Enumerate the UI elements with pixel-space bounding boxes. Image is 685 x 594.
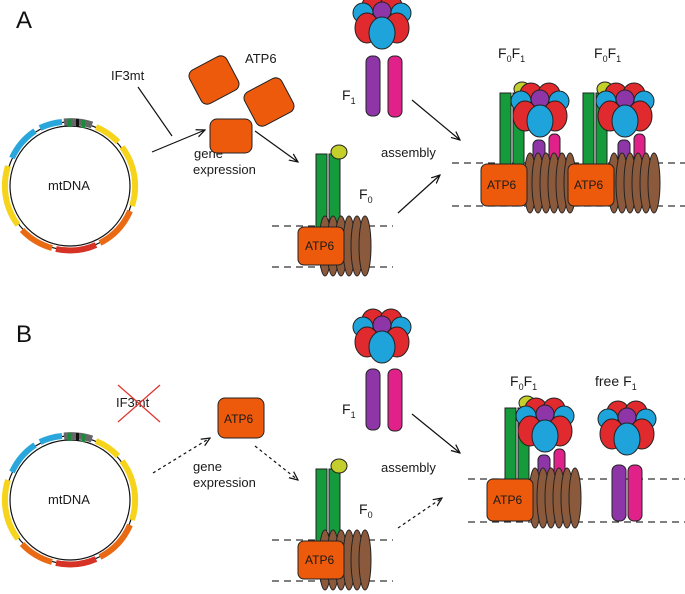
f0f1-complex-b bbox=[486, 395, 582, 529]
f1-to-assembly-arrow-a bbox=[411, 99, 460, 140]
atp6-label-assembled-a2: ATP6 bbox=[574, 178, 603, 192]
gene-expression-arrow-b bbox=[152, 438, 210, 474]
free-f1-subcomplex-b bbox=[597, 400, 657, 522]
atp6-subunit-a2 bbox=[243, 77, 295, 127]
if3mt-arrow-a bbox=[137, 86, 173, 137]
gene-label-b: gene bbox=[193, 459, 222, 474]
if3mt-crossed-out-icon bbox=[117, 384, 161, 423]
f0-label-b: F0 bbox=[359, 501, 373, 520]
f0f1-label-a1: F0F1 bbox=[498, 45, 525, 64]
f0f1-complex-a2 bbox=[567, 81, 661, 214]
mtdna-label-b: mtDNA bbox=[48, 492, 90, 507]
f0-to-assembly-arrow-a bbox=[397, 175, 440, 214]
f0-to-assembly-arrow-b bbox=[397, 498, 442, 529]
assembly-label-b: assembly bbox=[381, 460, 436, 475]
atp6-subunit-a1 bbox=[188, 55, 240, 105]
atp6-to-f0-arrow-a bbox=[254, 130, 298, 162]
atp6-to-f0-arrow-b bbox=[254, 445, 298, 480]
f1-label-b: F1 bbox=[342, 401, 356, 420]
f0f1-label-a2: F0F1 bbox=[594, 45, 621, 64]
f0f1-complex-a1 bbox=[480, 81, 577, 214]
expression-label-b: expression bbox=[193, 475, 256, 490]
atp6-subunit-a3 bbox=[209, 118, 253, 154]
atp6-free-label-a: ATP6 bbox=[245, 51, 277, 66]
atp6-label-assembled-b: ATP6 bbox=[493, 493, 522, 507]
f1-subcomplex-b bbox=[352, 308, 412, 432]
panel-label-b: B bbox=[16, 321, 32, 348]
atp6-label-f0-a: ATP6 bbox=[305, 239, 334, 253]
f0-subcomplex-b bbox=[297, 458, 372, 591]
if3mt-label-a: IF3mt bbox=[111, 68, 145, 83]
atp6-label-assembled-a1: ATP6 bbox=[487, 178, 516, 192]
f1-subcomplex-a bbox=[352, 0, 412, 118]
f1-to-assembly-arrow-b bbox=[411, 413, 460, 453]
f1-label-a: F1 bbox=[342, 87, 356, 106]
f0-subcomplex-a bbox=[297, 144, 372, 277]
mtdna-label-a: mtDNA bbox=[48, 178, 90, 193]
gene-expression-arrow-a bbox=[151, 130, 205, 153]
atp6-subunit-b bbox=[217, 397, 265, 439]
panel-label-a: A bbox=[16, 7, 32, 34]
f0f1-label-b: F0F1 bbox=[510, 373, 537, 392]
atp6-label-free-b: ATP6 bbox=[224, 412, 253, 426]
f0-label-a: F0 bbox=[359, 186, 373, 205]
atp6-label-f0-b: ATP6 bbox=[305, 553, 334, 567]
expression-label-a: expression bbox=[193, 162, 256, 177]
assembly-label-a: assembly bbox=[381, 145, 436, 160]
